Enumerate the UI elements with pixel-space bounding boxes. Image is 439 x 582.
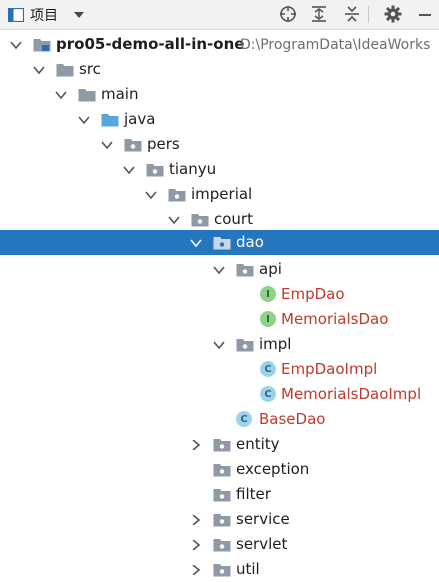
tree-row-pers[interactable]: pers [0,132,439,157]
tree-row-util[interactable]: util [0,557,439,582]
chevron-right-icon[interactable] [190,565,202,575]
tree-row-api[interactable]: api [0,257,439,282]
minimize-icon[interactable] [416,5,434,23]
package-icon [236,264,254,277]
source-folder-icon [101,114,119,127]
chevron-down-icon[interactable] [168,215,180,225]
class-icon: C [260,361,276,377]
package-icon [213,237,231,250]
tree-row-exception[interactable]: exception [0,457,439,482]
collapse-all-icon[interactable] [343,5,361,23]
package-icon [213,439,231,452]
package-icon [146,164,164,177]
tree-label: EmpDaoImpl [281,360,378,378]
chevron-down-icon[interactable] [213,265,225,275]
tree-label: dao [236,233,264,251]
package-icon [124,139,142,152]
package-icon [213,464,231,477]
tree-label: MemorialsDaoImpl [281,385,422,403]
tree-label: BaseDao [259,410,326,428]
tree-label: MemorialsDao [281,310,389,328]
folder-icon [56,64,74,77]
tree-row-service[interactable]: service [0,507,439,532]
tree-label: EmpDao [281,285,345,303]
project-name: pro05-demo-all-in-one [56,35,245,53]
tree-row-memorialsdaoimpl[interactable]: C MemorialsDaoImpl [0,382,439,407]
tree-row-filter[interactable]: filter [0,482,439,507]
tree-label: main [101,85,139,103]
package-icon [236,339,254,352]
gear-icon[interactable] [384,5,402,23]
project-path: D:\ProgramData\IdeaWorks [240,37,431,53]
chevron-right-icon[interactable] [190,540,202,550]
chevron-down-icon[interactable] [55,90,67,100]
tree-row-impl[interactable]: impl [0,332,439,357]
tree-row-empdaoimpl[interactable]: C EmpDaoImpl [0,357,439,382]
tree-row-java[interactable]: java [0,107,439,132]
tree-row-main[interactable]: main [0,82,439,107]
tree-row-empdao[interactable]: I EmpDao [0,282,439,307]
chevron-down-icon[interactable] [74,11,84,19]
tree-label: servlet [236,535,288,553]
chevron-down-icon[interactable] [123,165,135,175]
tree-label: service [236,510,290,528]
chevron-right-icon[interactable] [190,515,202,525]
tree-label: pers [147,135,180,153]
tree-row-tianyu[interactable]: tianyu [0,157,439,182]
tree-label: exception [236,460,310,478]
tree-row-entity[interactable]: entity [0,432,439,457]
class-icon: C [236,411,252,427]
chevron-down-icon[interactable] [145,190,157,200]
tree-row-memorialsdao[interactable]: I MemorialsDao [0,307,439,332]
tree-row-dao[interactable]: dao [0,230,439,255]
tree-label: util [236,560,260,578]
tree-row-imperial[interactable]: imperial [0,182,439,207]
tree-label: entity [236,435,280,453]
project-toolbar: 项目 [0,0,439,30]
package-icon [213,489,231,502]
package-icon [191,214,209,227]
folder-icon [78,89,96,102]
tree-label: src [79,60,101,78]
expand-all-icon[interactable] [310,5,328,23]
project-icon [8,7,24,22]
tree-label: tianyu [169,160,217,178]
tree-label: filter [236,485,271,503]
tree-label: imperial [191,185,253,203]
class-icon: C [260,386,276,402]
tree-label: court [214,210,253,228]
tree-label: java [124,110,156,128]
chevron-down-icon[interactable] [10,40,22,50]
tree-row-project-root[interactable]: pro05-demo-all-in-one D:\ProgramData\Ide… [0,32,439,57]
chevron-down-icon[interactable] [213,340,225,350]
chevron-down-icon[interactable] [33,65,45,75]
tree-row-basedao[interactable]: C BaseDao [0,407,439,432]
interface-icon: I [260,286,276,302]
chevron-down-icon[interactable] [190,238,202,248]
package-icon [213,539,231,552]
tree-row-src[interactable]: src [0,57,439,82]
view-selector[interactable]: 项目 [8,0,84,29]
package-icon [213,564,231,577]
toolbar-separator [368,6,369,23]
tree-label: impl [259,335,292,353]
package-icon [168,189,186,202]
chevron-down-icon[interactable] [78,115,90,125]
chevron-right-icon[interactable] [190,440,202,450]
chevron-down-icon[interactable] [101,140,113,150]
crosshair-icon[interactable] [279,5,297,23]
tree-row-court[interactable]: court [0,207,439,232]
interface-icon: I [260,311,276,327]
tree-row-servlet[interactable]: servlet [0,532,439,557]
tree-label: api [259,260,282,278]
view-title: 项目 [30,7,58,24]
package-icon [213,514,231,527]
module-folder-icon [33,39,51,52]
